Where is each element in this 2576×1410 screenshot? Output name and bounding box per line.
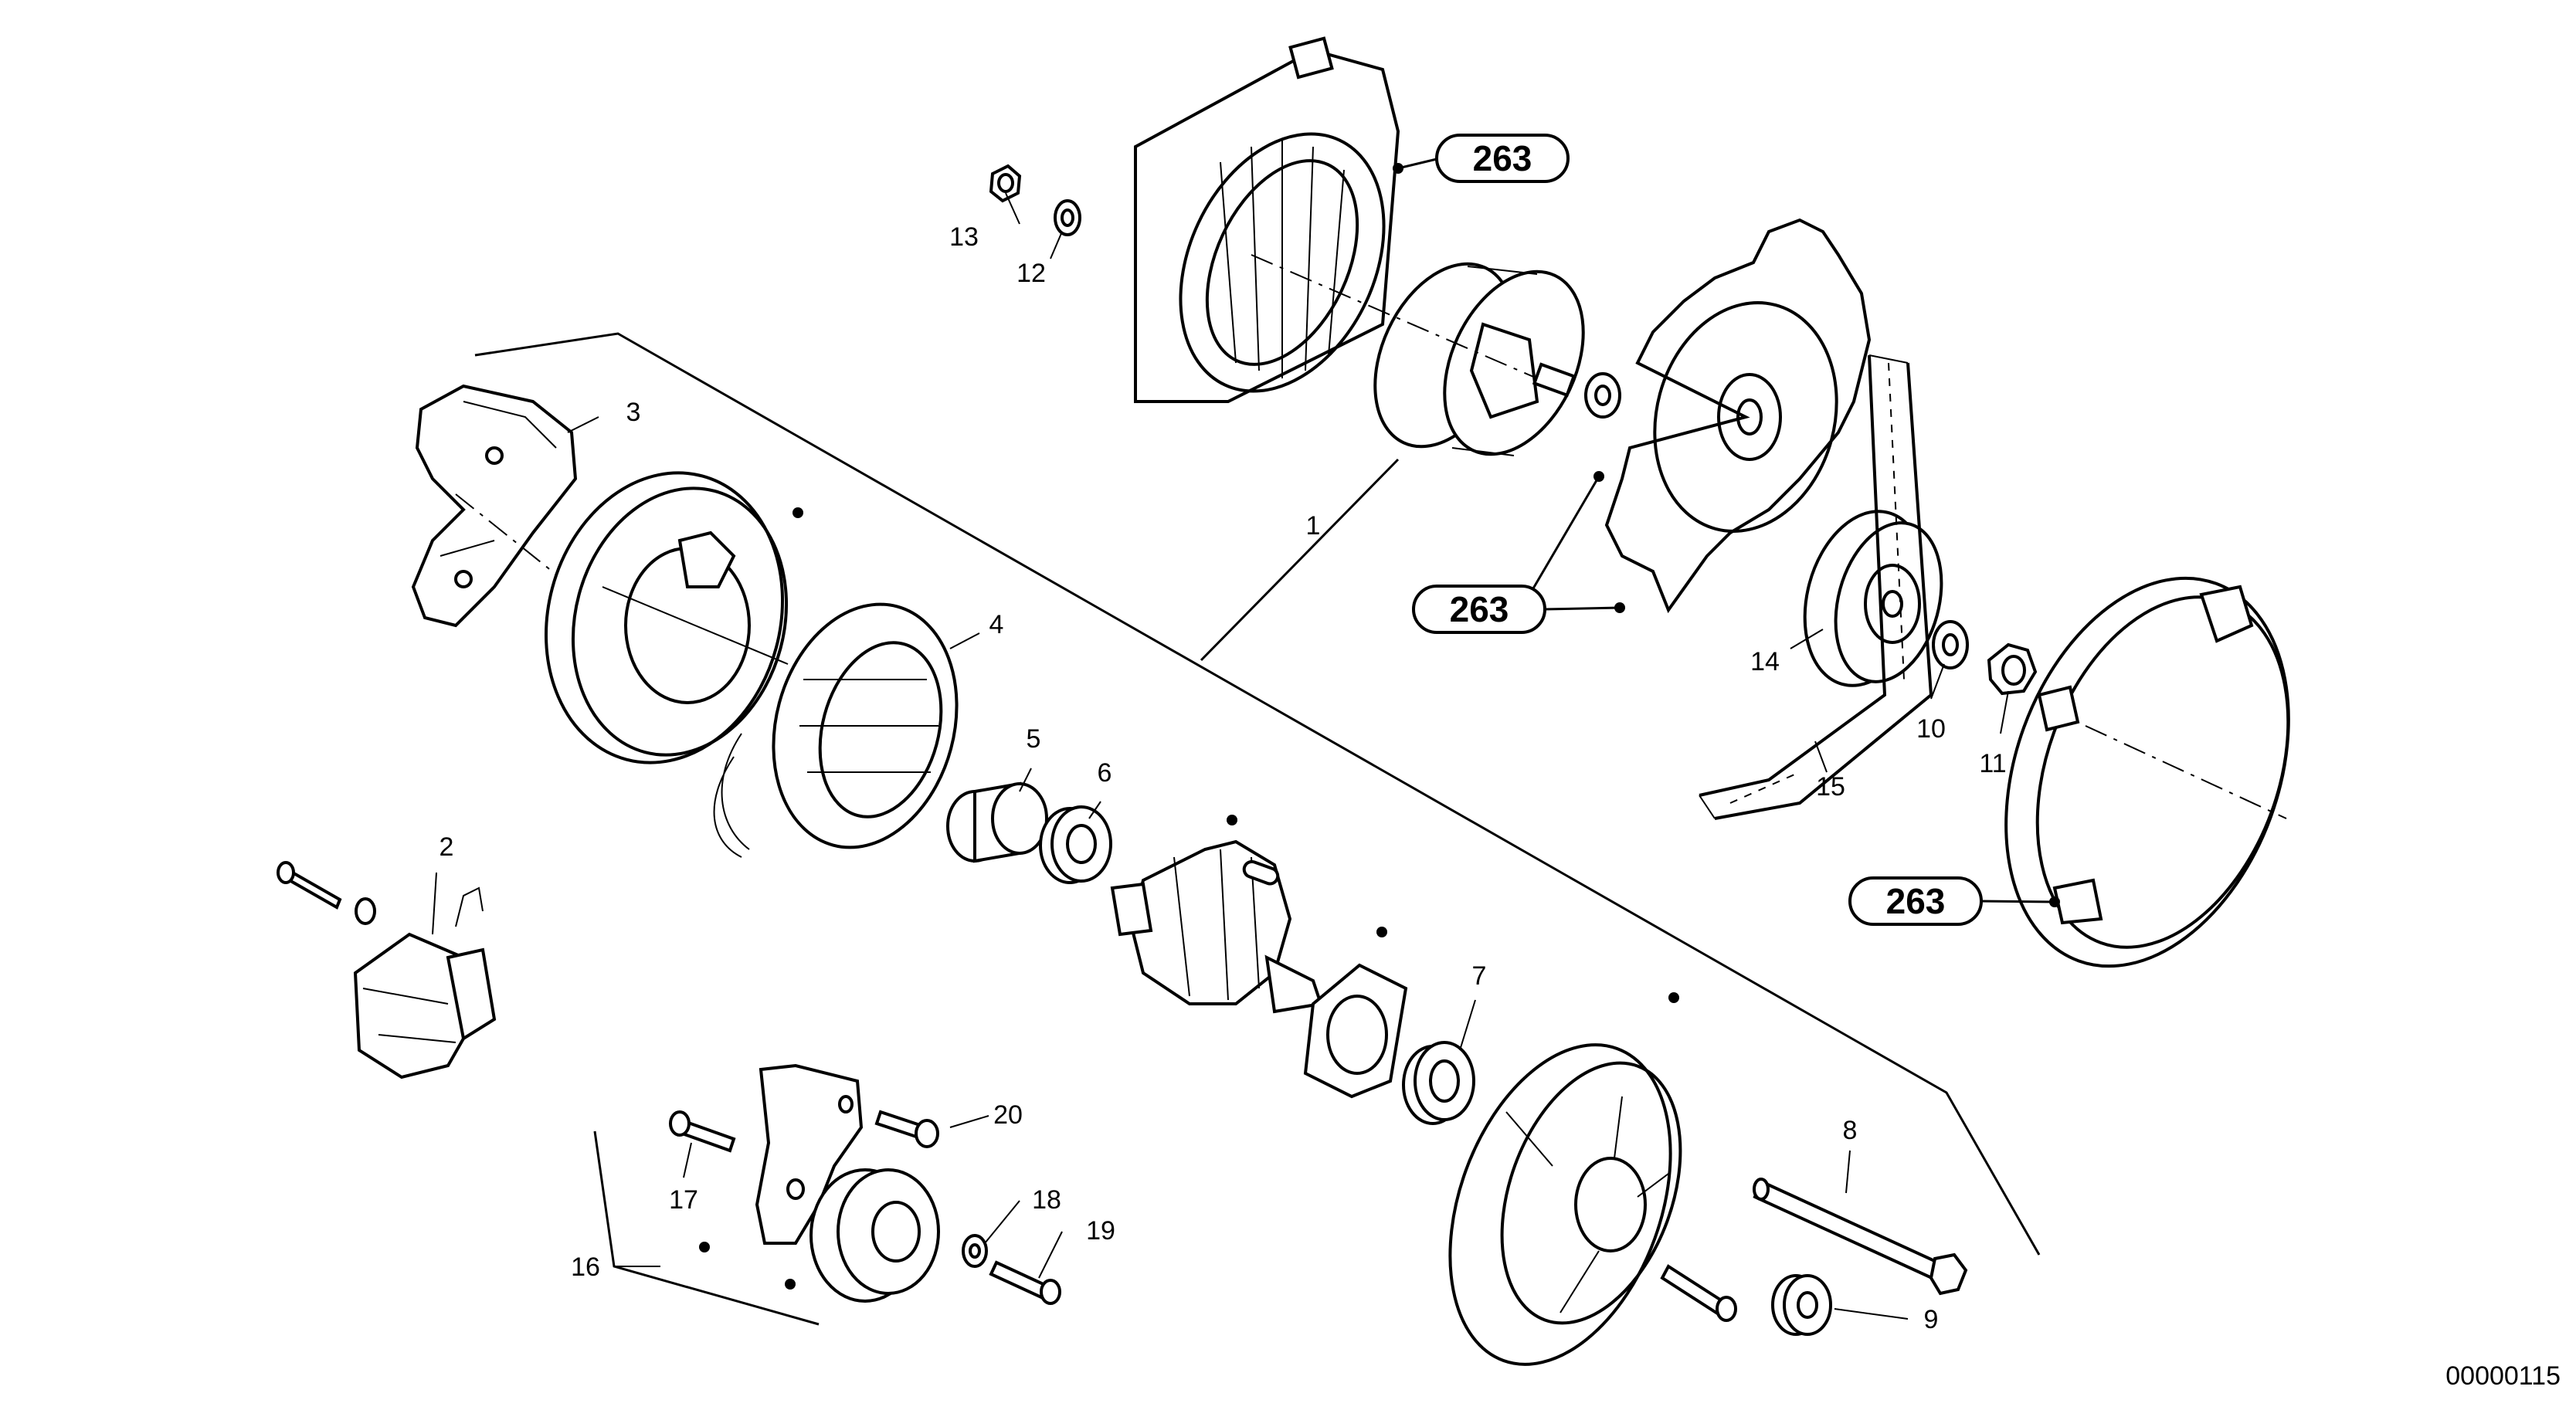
pulley-14 <box>1803 510 1943 687</box>
svg-text:263: 263 <box>1886 881 1946 921</box>
nut-13 <box>989 164 1022 203</box>
cooling-fan <box>1604 218 1872 614</box>
ball-bearing-7 <box>1402 1041 1475 1125</box>
bearing-sleeve-5 <box>946 781 1048 863</box>
callout-12: 12 <box>1016 259 1046 288</box>
v-belt-15 <box>1699 354 1933 820</box>
stator-4 <box>713 602 959 858</box>
callout-15: 15 <box>1816 772 1845 802</box>
rotor <box>1110 839 1323 1014</box>
callout-17: 17 <box>669 1185 698 1215</box>
callout-3: 3 <box>626 398 641 427</box>
small-screw <box>1660 1264 1737 1322</box>
callout-2: 2 <box>440 832 454 862</box>
callout-leaders <box>432 192 2009 1320</box>
callout-11: 11 <box>1979 749 2006 778</box>
figure-id: 00000115 <box>2445 1361 2561 1391</box>
callout-labels: 1 2 3 4 5 6 7 8 9 10 11 12 13 14 15 16 1… <box>440 222 2007 1334</box>
callout-20: 20 <box>993 1100 1023 1130</box>
ball-bearing-6 <box>1039 805 1112 884</box>
tensioner-bracket-group-16 <box>593 1063 1061 1326</box>
callout-18: 18 <box>1032 1185 1061 1215</box>
voltage-regulator-2 <box>277 861 497 1080</box>
washer-12 <box>1054 199 1081 236</box>
callout-10: 10 <box>1916 714 1946 744</box>
assembly-bracket-1 <box>474 332 2041 1256</box>
svg-text:263: 263 <box>1450 589 1509 629</box>
callout-6: 6 <box>1098 758 1112 788</box>
slip-ring-end-shield <box>544 471 789 764</box>
bearing-retainer-plate <box>1303 963 1408 1099</box>
shaft-washer <box>1584 372 1621 419</box>
svg-text:263: 263 <box>1473 138 1532 178</box>
lock-washer-10 <box>1932 620 1969 669</box>
drive-end-shield <box>1448 1043 1682 1366</box>
through-bolt-8 <box>1753 1178 1968 1296</box>
nut-11 <box>1987 642 2038 696</box>
callout-13: 13 <box>949 222 979 252</box>
washer-9 <box>1771 1274 1832 1336</box>
callout-1: 1 <box>1306 511 1321 541</box>
alternator-housing-assembly <box>1134 36 1585 456</box>
reference-tag-cover: 263 <box>1848 876 2055 926</box>
brush-holder-plate-3 <box>411 384 578 628</box>
callout-5: 5 <box>1027 724 1041 754</box>
callout-7: 7 <box>1472 961 1487 991</box>
callout-19: 19 <box>1086 1216 1115 1246</box>
callout-8: 8 <box>1843 1116 1858 1145</box>
callout-16: 16 <box>571 1252 600 1282</box>
callout-14: 14 <box>1750 647 1780 676</box>
belt-guard-cover <box>2004 576 2290 968</box>
reference-tag-top: 263 <box>1397 134 1570 183</box>
callout-9: 9 <box>1924 1305 1939 1334</box>
reference-tag-fan: 263 <box>1412 476 1621 634</box>
callout-4: 4 <box>989 610 1004 639</box>
